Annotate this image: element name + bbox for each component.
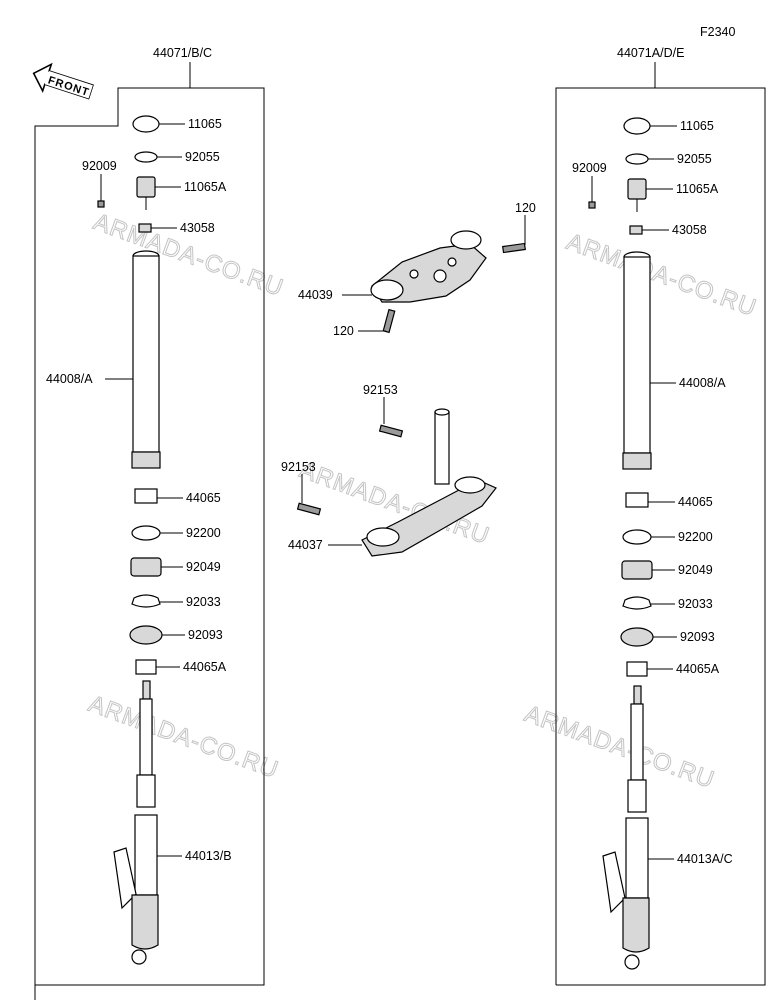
dust-seal: [620, 627, 654, 647]
watermark: ARMADA-CO.RU: [563, 228, 760, 322]
part-label-bolt-top-b: 120: [333, 324, 354, 338]
part-label-bolt-stem-a: 92153: [363, 383, 398, 397]
inner-tube: [132, 255, 160, 453]
part-label-oring: 92055: [677, 152, 712, 166]
watermark: ARMADA-CO.RU: [521, 700, 718, 794]
part-label-bush-upper: 44065: [186, 491, 221, 505]
inner-tube: [623, 256, 651, 454]
part-label-bush-lower: 44065A: [676, 662, 720, 676]
bush-lower: [135, 659, 157, 675]
washer: [622, 529, 652, 545]
axle-bore: [131, 949, 147, 965]
bolt-stem-b: [296, 502, 322, 516]
part-label-dust-seal: 92093: [188, 628, 223, 642]
outer-tube: [625, 817, 649, 899]
right-assembly-label: 44071A/D/E: [617, 46, 684, 60]
part-label-screw: 92009: [572, 161, 607, 175]
stem-bracket-group: 92153 92153 44037: [281, 383, 497, 557]
outer-tube: [134, 814, 158, 896]
screw: [97, 200, 105, 208]
right-frame: [555, 87, 766, 986]
oring: [134, 151, 158, 163]
screw: [588, 201, 596, 209]
damper-rod: [630, 703, 644, 781]
left-fork-group: 44071/B/C 11065 92055 11065A 92009 43058…: [34, 46, 265, 1000]
part-label-clip: 92033: [678, 597, 713, 611]
part-label-oil-seal: 92049: [186, 560, 221, 574]
upper-bracket-group: 120 44039 120: [298, 201, 536, 338]
part-label-bolt-stem-b: 92153: [281, 460, 316, 474]
damper-rod: [139, 698, 153, 776]
right-fork-group: 44071A/D/E 11065 92055 11065A 92009 4305…: [555, 46, 766, 986]
part-label-dust-seal: 92093: [680, 630, 715, 644]
bush-upper: [625, 492, 649, 508]
cap: [623, 117, 651, 135]
part-label-adjuster: 11065A: [676, 182, 719, 196]
part-label-nut: 43058: [180, 221, 215, 235]
front-arrow-icon: FRONT: [32, 62, 94, 100]
part-label-bolt-top-a: 120: [515, 201, 536, 215]
part-label-oil-seal: 92049: [678, 563, 713, 577]
axle-bore: [624, 954, 640, 970]
part-label-outer-tube: 44013A/C: [677, 852, 733, 866]
washer: [131, 525, 161, 541]
oring: [625, 153, 649, 165]
part-label-washer: 92200: [678, 530, 713, 544]
part-label-cap: 11065: [680, 119, 714, 133]
part-label-washer: 92200: [186, 526, 221, 540]
axle-holder: [622, 897, 650, 953]
part-label-upper-bracket: 44039: [298, 288, 333, 302]
nut: [629, 225, 643, 235]
bolt-top-a: [502, 242, 526, 254]
part-label-bush-upper: 44065: [678, 495, 713, 509]
part-label-cap: 11065: [188, 117, 222, 131]
figure-code: F2340: [700, 25, 735, 39]
part-label-outer-tube: 44013/B: [185, 849, 232, 863]
part-label-nut: 43058: [672, 223, 707, 237]
part-label-adjuster: 11065A: [184, 180, 227, 194]
adjuster: [136, 176, 156, 198]
oil-seal: [621, 560, 653, 580]
watermark: ARMADA-CO.RU: [85, 690, 282, 784]
part-label-bush-lower: 44065A: [183, 660, 227, 674]
axle-holder: [131, 894, 159, 950]
steering-stem: [434, 411, 450, 485]
part-label-tube: 44008/A: [679, 376, 726, 390]
part-label-tube: 44008/A: [46, 372, 93, 386]
nut: [138, 223, 152, 233]
left-frame: [34, 87, 265, 1000]
clip: [622, 596, 652, 610]
adjuster: [627, 178, 647, 200]
bush-lower: [626, 661, 648, 677]
left-assembly-label: 44071/B/C: [153, 46, 212, 60]
cap: [132, 115, 160, 133]
part-label-stem-bracket: 44037: [288, 538, 323, 552]
part-label-screw: 92009: [82, 159, 117, 173]
part-label-oring: 92055: [185, 150, 220, 164]
dust-seal: [129, 625, 163, 645]
bush-upper: [134, 488, 158, 504]
clip: [131, 594, 161, 608]
inner-tube-bottom: [131, 451, 161, 469]
part-label-clip: 92033: [186, 595, 221, 609]
bolt-top-b: [382, 308, 396, 334]
bolt-stem-a: [378, 424, 404, 438]
caliper-mount: [602, 851, 626, 914]
caliper-mount: [113, 847, 137, 910]
oil-seal: [130, 557, 162, 577]
